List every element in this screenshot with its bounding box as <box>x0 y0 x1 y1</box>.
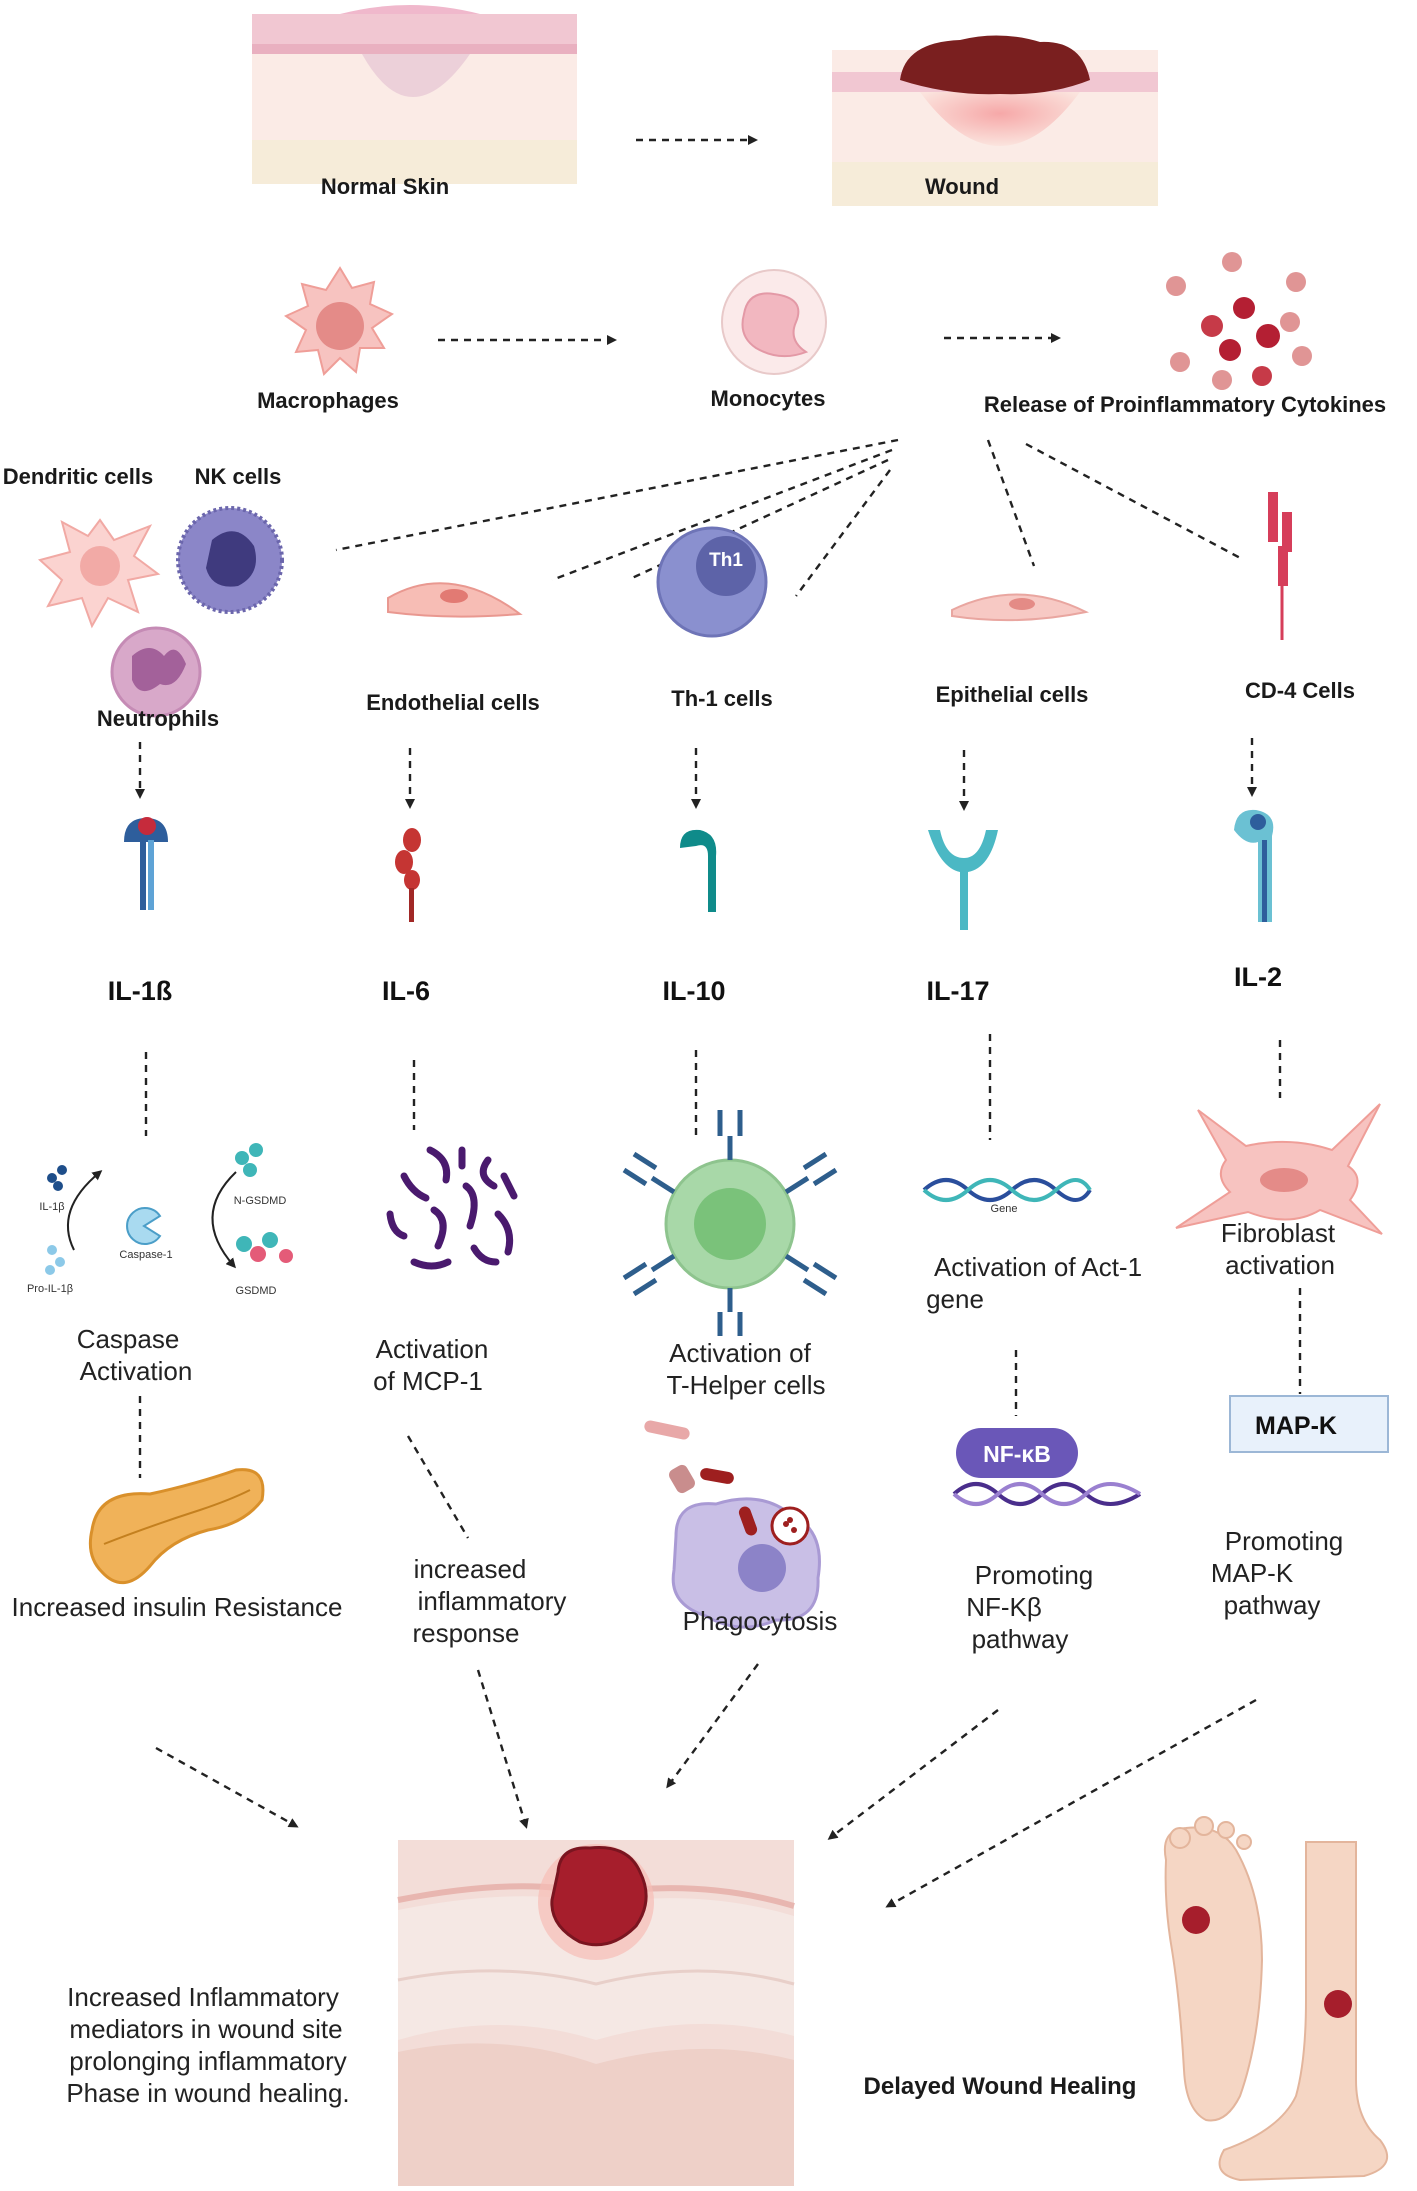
th1-cell-icon: Th1 <box>656 526 768 638</box>
caspase-activation-line2: Activation <box>80 1356 193 1386</box>
t-helper-icon <box>622 1110 838 1336</box>
t-helper-line2: T-Helper cells <box>667 1370 826 1400</box>
nfkb-line2: NF-Kβ <box>966 1592 1042 1622</box>
dendritic-cells-label: Dendritic cells <box>3 464 153 489</box>
cd4-cell-icon <box>1268 492 1292 640</box>
diabetic-foot-illustration <box>1164 1816 1389 2182</box>
monocyte-icon <box>721 269 827 375</box>
th1-cells-label: Th-1 cells <box>671 686 772 711</box>
wound-illustration <box>832 35 1158 206</box>
phagocytosis-icon <box>644 1420 821 1629</box>
wound-label: Wound <box>925 174 999 199</box>
arrow-insulin-to-wound <box>155 1746 299 1828</box>
inflammatory-line3: response <box>413 1618 520 1648</box>
fan-out-lines <box>335 438 1245 597</box>
nk-cell-icon <box>176 506 284 614</box>
chronic-wound-illustration <box>397 1840 795 2186</box>
pro-il1b-small-label: Pro-IL-1β <box>27 1283 73 1295</box>
nfkb-badge: NF-κB <box>983 1441 1051 1467</box>
nk-cells-label: NK cells <box>195 464 282 489</box>
mcp1-line2: of MCP-1 <box>373 1366 483 1396</box>
inflammatory-line2: inflammatory <box>418 1586 567 1616</box>
nfkb-icon: NF-κB <box>952 1428 1142 1506</box>
fibroblast-line1: Fibroblast <box>1221 1218 1336 1248</box>
il1b-small-label: IL-1β <box>39 1201 64 1213</box>
mapk-line1: Promoting <box>1225 1526 1344 1556</box>
fibroblast-icon <box>1175 1103 1383 1235</box>
phagocytosis-label: Phagocytosis <box>683 1606 838 1636</box>
mediators-line1: Increased Inflammatory <box>67 1982 339 2012</box>
arrow-inflammatory-to-wound <box>476 1669 529 1829</box>
act1-line1: Activation of Act-1 <box>934 1252 1142 1282</box>
act1-gene-icon <box>922 1178 1092 1202</box>
arrow-phagocytosis-to-wound <box>666 1663 759 1789</box>
il2-receptor-icon <box>1234 809 1274 922</box>
monocytes-label: Monocytes <box>711 386 826 411</box>
caspase-diagram: IL-1β Pro-IL-1β Caspase-1 N-GSDMD GSDMD <box>27 1143 293 1297</box>
endothelial-cell-icon <box>387 582 523 618</box>
gsdmd-small-label: GSDMD <box>236 1285 277 1297</box>
connector-mcp-inflammatory <box>406 1435 470 1539</box>
macrophages-label: Macrophages <box>257 388 399 413</box>
normal-skin-label: Normal Skin <box>321 174 449 199</box>
ngsdmd-small-label: N-GSDMD <box>234 1195 287 1207</box>
caspase-activation-line1: Caspase <box>77 1324 180 1354</box>
act1-line2: gene <box>926 1284 984 1314</box>
mapk-box-label: MAP-K <box>1255 1412 1337 1440</box>
cytokines-label: Release of Proinflammatory Cytokines <box>984 392 1386 417</box>
mapk-box <box>1229 1395 1389 1453</box>
mapk-line2: MAP-K <box>1211 1558 1294 1588</box>
epithelial-cell-icon <box>951 593 1090 622</box>
il10-label: IL-10 <box>662 976 725 1006</box>
epithelial-cells-label: Epithelial cells <box>936 682 1089 707</box>
il17-label: IL-17 <box>926 976 989 1006</box>
il2-label: IL-2 <box>1234 962 1282 992</box>
normal-skin-illustration <box>252 5 577 184</box>
cytokines-icon <box>1166 252 1312 390</box>
mapk-line3: pathway <box>1224 1590 1321 1620</box>
mcp1-line1: Activation <box>376 1334 489 1364</box>
delayed-healing-label: Delayed Wound Healing <box>864 2073 1137 2100</box>
mediators-line3: prolonging inflammatory <box>69 2046 346 2076</box>
nfkb-line3: pathway <box>972 1624 1069 1654</box>
il10-receptor-icon <box>680 829 717 912</box>
caspase1-small-label: Caspase-1 <box>119 1249 172 1261</box>
il1b-label: IL-1ß <box>108 976 173 1006</box>
inflammatory-line1: increased <box>414 1554 527 1584</box>
arrow-nfkb-to-wound <box>827 1709 999 1840</box>
il1b-receptor-icon <box>124 817 168 910</box>
pancreas-icon <box>88 1468 265 1585</box>
mediators-line2: mediators in wound site <box>69 2014 342 2044</box>
neutrophils-label: Neutrophils <box>97 706 219 731</box>
t-helper-line1: Activation of <box>669 1338 811 1368</box>
neutrophil-icon <box>110 626 202 718</box>
mediators-line4: Phase in wound healing. <box>66 2078 349 2108</box>
mcp1-icon <box>386 1146 518 1270</box>
il6-label: IL-6 <box>382 976 430 1006</box>
insulin-label: Increased insulin Resistance <box>12 1592 343 1622</box>
gene-label: Gene <box>991 1203 1018 1215</box>
nfkb-line1: Promoting <box>975 1560 1094 1590</box>
endothelial-cells-label: Endothelial cells <box>366 690 540 715</box>
macrophage-icon <box>283 266 395 376</box>
il6-receptor-icon <box>395 828 421 922</box>
cd4-cells-label: CD-4 Cells <box>1245 678 1355 703</box>
arrow-mapk-to-wound <box>885 1698 1257 1908</box>
th1-badge: Th1 <box>709 550 743 571</box>
fibroblast-line2: activation <box>1225 1250 1335 1280</box>
dendritic-cell-icon <box>37 518 161 629</box>
il17-receptor-icon <box>928 830 998 930</box>
